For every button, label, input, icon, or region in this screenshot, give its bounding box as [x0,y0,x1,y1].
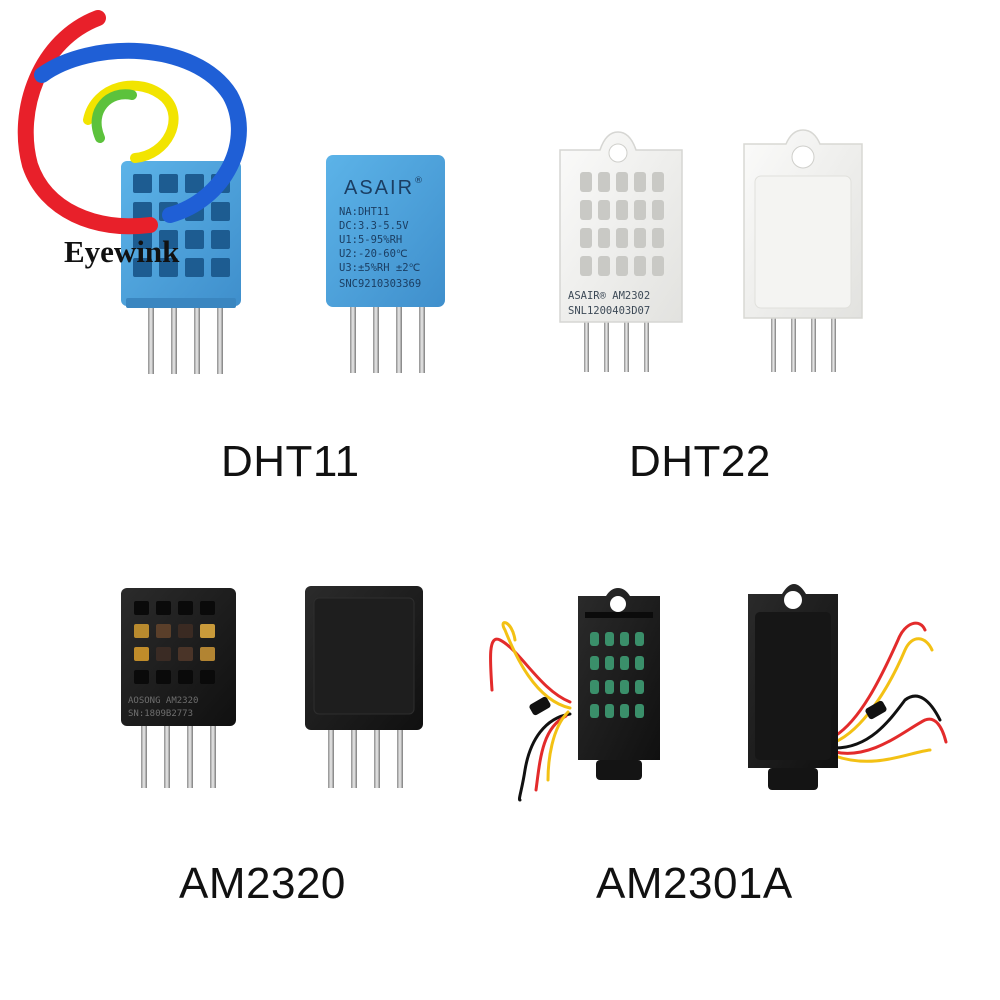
dht11-back-body [326,155,445,307]
dht22-front-grille [580,172,664,276]
caption-dht11: DHT11 [221,437,360,486]
am2320-label-model: AOSONG AM2320 [128,696,198,706]
eyewink-logo-mark [17,10,247,235]
dht11-spec-line: NA:DHT11 [339,206,390,218]
am2301a-front-wires [489,621,572,802]
dht22-label-serial: SNL1200403D07 [568,305,650,317]
dht11-spec-line: U3:±5%RH ±2℃ [339,262,421,274]
am2301a-front-grille [590,632,644,718]
dht11-back-brand: ASAIR [344,177,414,199]
dht11-back-spec-lines: NA:DHT11 DC:3.3-5.5V U1:5-95%RH U2:-20-6… [339,206,421,290]
am2320-front-grille [134,601,215,684]
caption-am2320: AM2320 [179,859,346,908]
dht22-back-pins [771,312,836,372]
dht22-front: ASAIR® AM2302 SNL1200403D07 [559,131,683,372]
dht22-back [743,129,863,372]
brand-wordmark: Eyewink [64,234,180,269]
am2301a-back-wires [833,621,948,763]
dht11-spec-line: DC:3.3-5.5V [339,220,409,232]
dht11-spec-line: U1:5-95%RH [339,234,402,246]
am2320-back [305,586,423,788]
dht22-front-pins [584,318,649,372]
am2320-label-serial: SN:1809B2773 [128,709,193,719]
am2320-front: AOSONG AM2320 SN:1809B2773 [121,588,236,788]
caption-dht22: DHT22 [629,437,771,486]
dht11-back: ASAIR ® NA:DHT11 DC:3.3-5.5V U1:5-95%RH … [326,155,445,373]
am2320-front-pins [141,722,216,788]
am2301a-front [489,588,660,802]
caption-am2301a: AM2301A [596,859,793,908]
dht11-spec-line: SNC9210303369 [339,278,421,290]
svg-text:®: ® [414,176,423,186]
dht11-front-pins [148,300,223,374]
dht11-spec-line: U2:-20-60℃ [339,248,408,260]
am2320-back-pins [328,725,403,788]
dht11-back-pins [350,303,425,373]
dht22-label-model: ASAIR® AM2302 [568,290,650,302]
am2301a-back [748,584,948,790]
